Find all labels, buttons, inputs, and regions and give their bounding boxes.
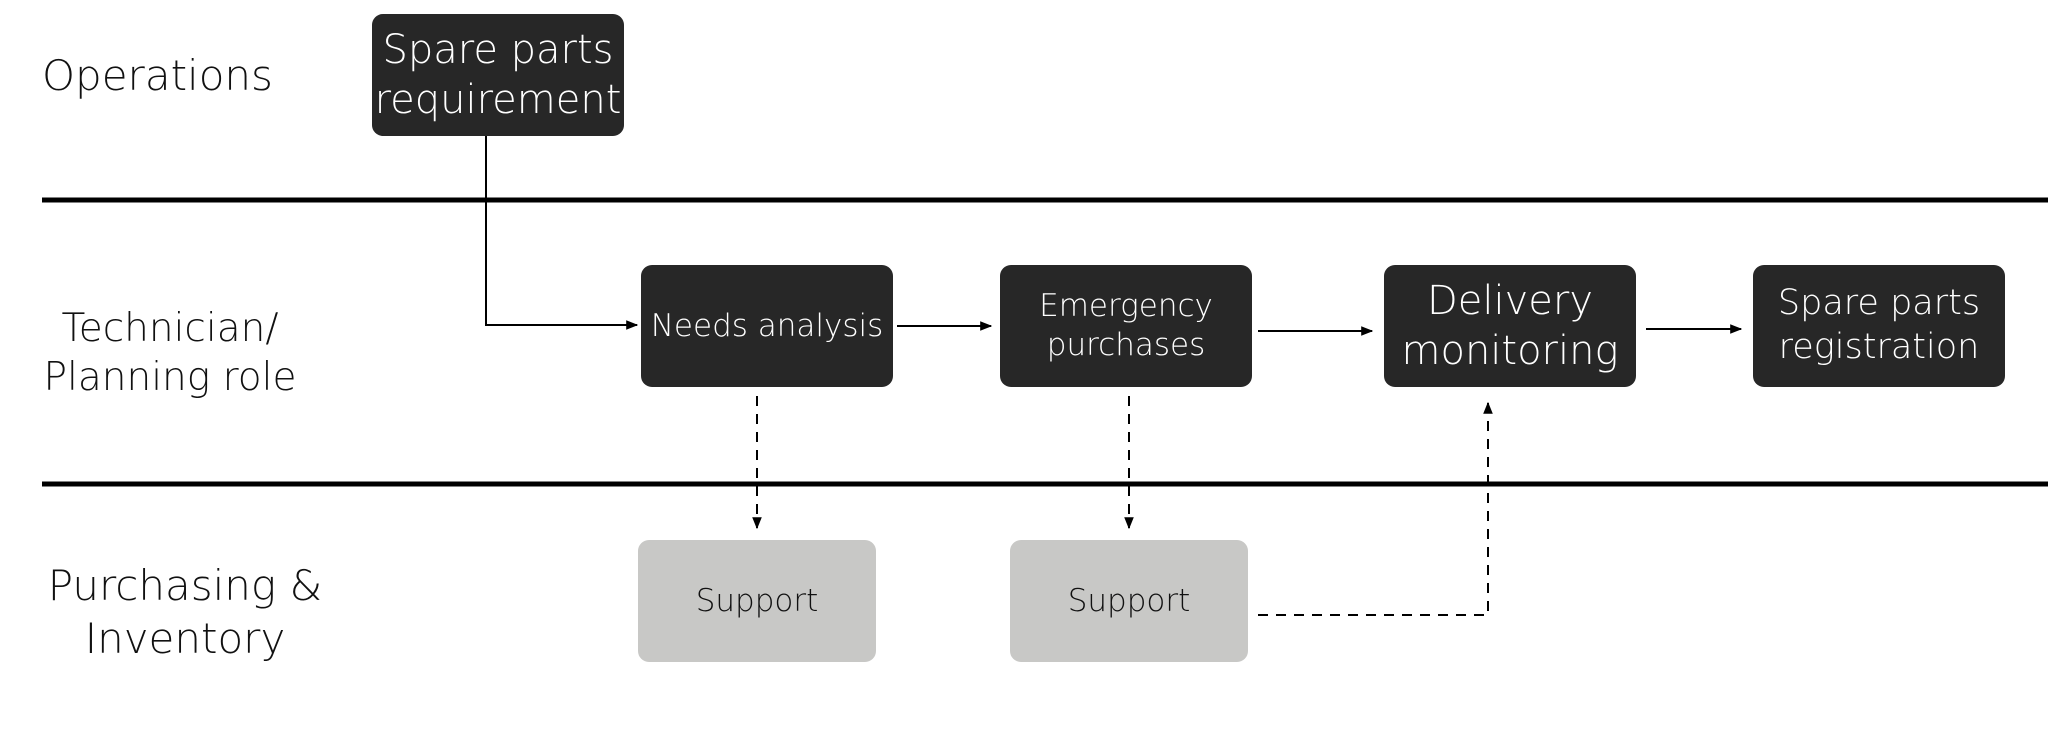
- node-spare-parts-registration: Spare parts registration: [1753, 265, 2005, 387]
- dashed-arrow-support-to-delivery: [1258, 401, 1493, 616]
- lane-label-operations: Operations: [42, 50, 273, 103]
- node-spare-parts-requirement: Spare parts requirement: [372, 14, 624, 136]
- lane-label-purchasing-line2: Inventory: [84, 613, 286, 663]
- lane-label-purchasing: Purchasing & Inventory: [45, 560, 325, 665]
- node-spare-parts-registration-line1: Spare parts: [1777, 283, 1981, 324]
- node-support-1-text: Support: [695, 582, 819, 619]
- node-needs-analysis-text: Needs analysis: [650, 307, 884, 344]
- node-support-2: Support: [1010, 540, 1248, 662]
- node-spare-parts-registration-line2: registration: [1778, 327, 1980, 367]
- node-spare-parts-requirement-line2: requirement: [374, 77, 622, 123]
- node-emergency-purchases: Emergency purchases: [1000, 265, 1252, 387]
- node-needs-analysis: Needs analysis: [641, 265, 893, 387]
- node-delivery-monitoring: Delivery monitoring: [1384, 265, 1636, 387]
- lane-label-operations-text: Operations: [42, 51, 273, 100]
- node-support-1: Support: [638, 540, 876, 662]
- lane-label-technician-line1: Technician/: [61, 306, 279, 351]
- lane-label-technician-line2: Planning role: [43, 354, 297, 400]
- lane-label-purchasing-line1: Purchasing &: [47, 561, 323, 610]
- arrow-requirement-to-needs-analysis: [485, 136, 639, 330]
- node-emergency-purchases-line1: Emergency: [1039, 288, 1213, 325]
- node-emergency-purchases-line2: purchases: [1046, 327, 1206, 363]
- node-delivery-monitoring-line1: Delivery: [1426, 278, 1594, 324]
- lane-label-technician: Technician/ Planning role: [40, 305, 300, 403]
- node-spare-parts-requirement-line1: Spare parts: [382, 27, 614, 73]
- node-support-2-text: Support: [1067, 582, 1191, 619]
- node-delivery-monitoring-line2: monitoring: [1401, 328, 1619, 374]
